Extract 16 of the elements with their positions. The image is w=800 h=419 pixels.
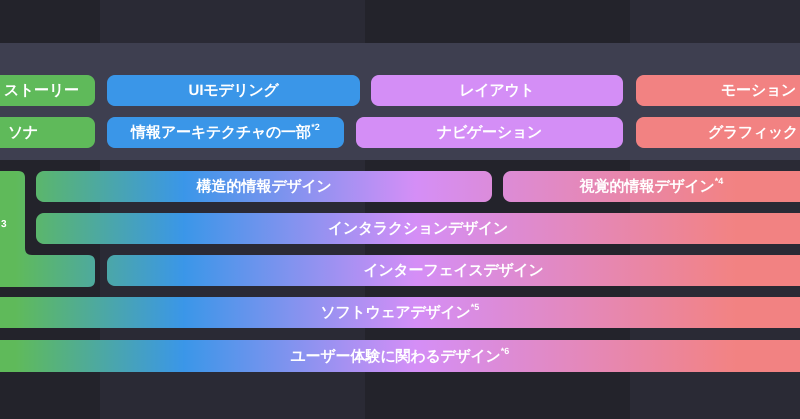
gradient-bar: インターフェイスデザイン xyxy=(107,255,800,286)
gradient-bar: ユーザー体験に関わるデザイン$^{*6}$ xyxy=(0,340,800,372)
gradient-bar: 構造的情報デザイン xyxy=(36,171,492,202)
topic-tag: ストーリー xyxy=(0,75,95,106)
topic-tag: グラフィック xyxy=(636,117,800,148)
topic-tag: レイアウト xyxy=(371,75,623,106)
superscript-mark: 3 xyxy=(1,220,7,230)
topic-tag: ナビゲーション xyxy=(356,117,623,148)
topic-tag: モーション xyxy=(636,75,800,106)
gradient-bar: 視覚的情報デザイン$^{*4}$ xyxy=(503,171,800,202)
topic-tag: ソナ xyxy=(0,117,95,148)
gradient-bar: インタラクションデザイン xyxy=(36,213,800,244)
gradient-bar: ソフトウェアデザイン$^{*5}$ xyxy=(0,297,800,328)
topic-tag: UIモデリング xyxy=(107,75,360,106)
topic-tag: 情報アーキテクチャの一部$^{*2}$ xyxy=(107,117,344,148)
panel-band xyxy=(0,43,800,160)
